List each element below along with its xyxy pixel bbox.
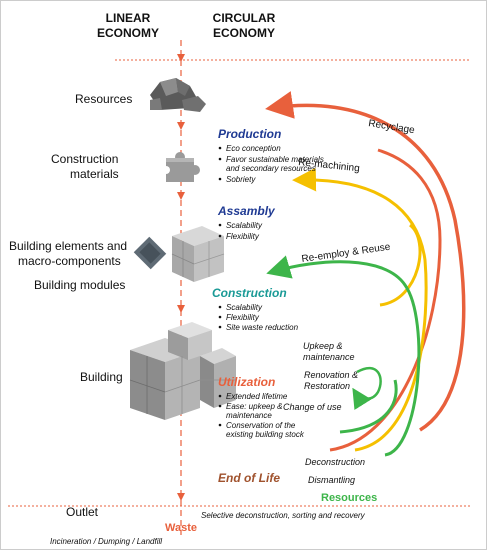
building-cubes-icon [129,322,236,420]
stage-waste: Waste [165,522,197,534]
phase-construction-bullet-3: Site waste reduction [226,323,299,332]
phase-production-title: Production [218,127,281,141]
phase-utilization-bullet-2: Ease: upkeep & [226,402,282,411]
phase-production-bullet-4: Sobriety [226,175,256,184]
cube-module-icon [171,226,225,282]
label-renovation-1: Renovation & [304,370,358,380]
rocks-icon [150,78,206,112]
label-upkeep-2: maintenance [303,352,355,362]
production-bullet-dots [218,146,222,181]
header-linear-line2: ECONOMY [97,26,159,40]
stage-building-modules: Building modules [34,278,125,292]
phase-assembly-bullet-2: Flexibility [226,232,260,241]
stage-building-elements-2: macro-components [18,254,121,268]
loop-upkeep [352,366,382,411]
phase-construction-title: Construction [212,286,287,300]
stage-construction-materials-1: Construction [51,152,118,166]
linear-arrowhead-5 [177,493,185,501]
phase-utilization-bullet-4: Conservation of the [226,421,296,430]
puzzle-piece-icon [162,152,200,182]
phase-utilization-bullet-3: maintenance [226,411,272,420]
stage-outlet: Outlet [66,505,99,519]
label-renovation-2: Restoration [304,381,350,391]
stage-building-elements-1: Building elements and [9,239,127,253]
phase-construction-bullet-2: Flexibility [226,313,260,322]
header-linear-line1: LINEAR [106,11,151,25]
phase-utilization-bullet-5: existing building stock [226,430,305,439]
phase-end-of-life-title: End of Life [218,471,280,485]
phase-production-bullet-3: and secondary resources [226,164,316,173]
loop-reemploy-inner [339,379,398,434]
phase-assembly-title: Assambly [217,204,276,218]
linear-arrowhead-2 [177,122,185,130]
phase-utilization-bullet-1: Extended lifetime [226,392,288,401]
phase-utilization-title: Utilization [218,375,275,389]
outlet-resources-title: Resources [321,492,377,504]
loop-recyclage-inner [329,148,442,452]
stage-resources: Resources [75,92,132,106]
label-dismantling: Dismantling [308,475,355,485]
assembly-bullet-dots [218,223,222,238]
outlet-resources-detail: Selective deconstruction, sorting and re… [201,511,366,520]
header-circular-line1: CIRCULAR [213,11,276,25]
loop-reemploy [266,255,421,457]
phase-production-bullet-2: Favor sustainable materials [226,155,324,164]
construction-bullet-dots [218,305,222,329]
linear-arrowhead-4 [177,305,185,313]
phase-assembly-bullet-1: Scalability [226,221,263,230]
utilization-bullet-dots [218,394,222,427]
label-recyclage: Recyclage [368,118,416,136]
label-change-of-use: Change of use [283,402,342,412]
phase-construction-bullet-1: Scalability [226,303,263,312]
stage-building: Building [80,370,123,384]
linear-arrowhead-3 [177,192,185,200]
phase-production-bullet-1: Eco conception [226,144,281,153]
puzzle-cluster-icon [133,236,167,270]
header-circular-line2: ECONOMY [213,26,275,40]
loop-remachining-branch [379,223,422,307]
label-upkeep-1: Upkeep & [303,341,343,351]
stage-waste-detail: Incineration / Dumping / Landfill [50,537,162,546]
loop-remachining [292,167,428,452]
linear-arrowhead-1 [177,54,185,62]
label-deconstruction: Deconstruction [305,457,365,467]
loop-recyclage [265,91,466,432]
stage-construction-materials-2: materials [70,167,119,181]
